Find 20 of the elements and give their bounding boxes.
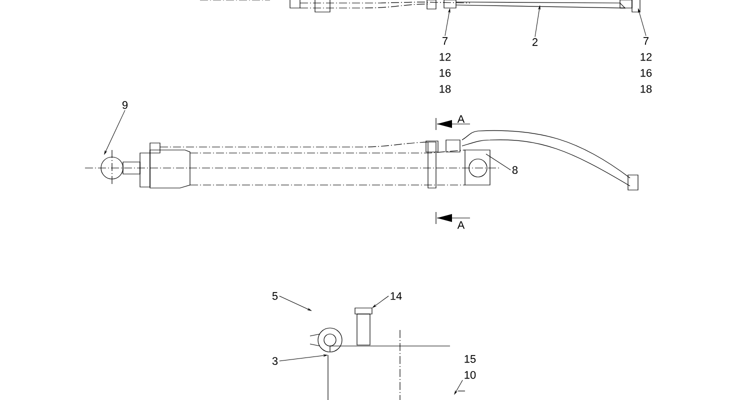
leader-line	[486, 154, 511, 170]
leader-line	[279, 296, 312, 311]
callout-number: 8	[512, 166, 518, 174]
leader-line	[279, 354, 328, 362]
leader-line	[534, 6, 540, 38]
section-label: A	[457, 221, 465, 229]
leader-line	[104, 110, 126, 154]
leader-line	[454, 380, 463, 394]
leader-line	[372, 296, 389, 308]
callout-number: 9	[122, 101, 128, 109]
leader-line	[638, 8, 646, 36]
section-label: A	[457, 115, 465, 123]
leader-line	[444, 8, 450, 36]
callout-number: 2	[532, 38, 538, 46]
callout-number: 14	[390, 292, 402, 300]
callout-number: 7 12 16 18	[640, 37, 652, 93]
callout-number: 7 12 16 18	[440, 37, 451, 93]
callout-number: 15 10	[464, 355, 476, 379]
callout-number: 5	[272, 292, 278, 300]
callout-number: 3	[272, 357, 278, 365]
